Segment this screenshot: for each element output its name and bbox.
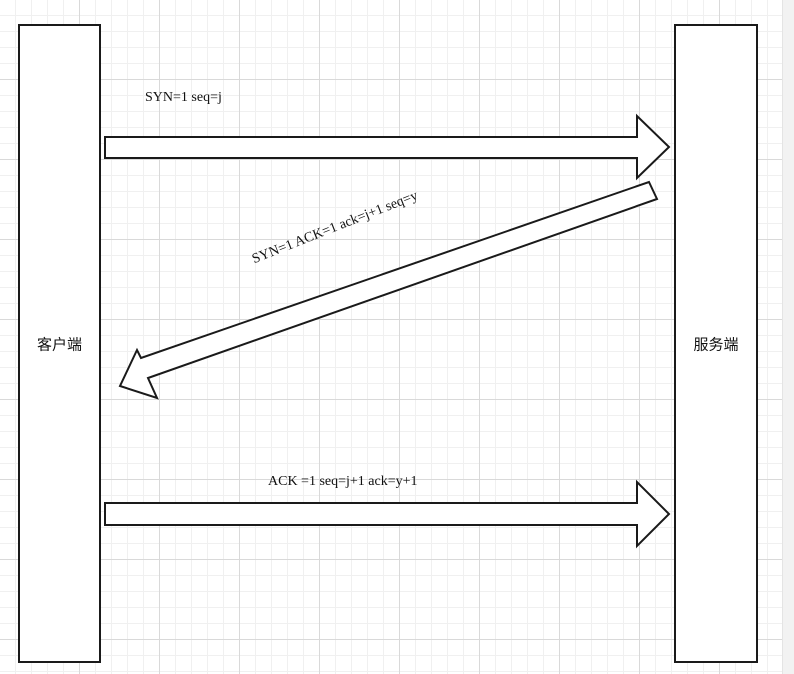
ack-label: ACK =1 seq=j+1 ack=y+1	[268, 474, 418, 489]
syn-arrow[interactable]	[104, 113, 671, 181]
client-box[interactable]: 客户端	[18, 24, 101, 663]
client-label: 客户端	[36, 335, 82, 353]
ack-arrow[interactable]	[104, 479, 671, 549]
server-label: 服务端	[693, 335, 739, 353]
server-box[interactable]: 服务端	[674, 24, 758, 663]
syn-ack-arrow[interactable]	[118, 180, 659, 400]
syn-label: SYN=1 seq=j	[145, 90, 222, 105]
scrollbar-track	[782, 0, 794, 674]
